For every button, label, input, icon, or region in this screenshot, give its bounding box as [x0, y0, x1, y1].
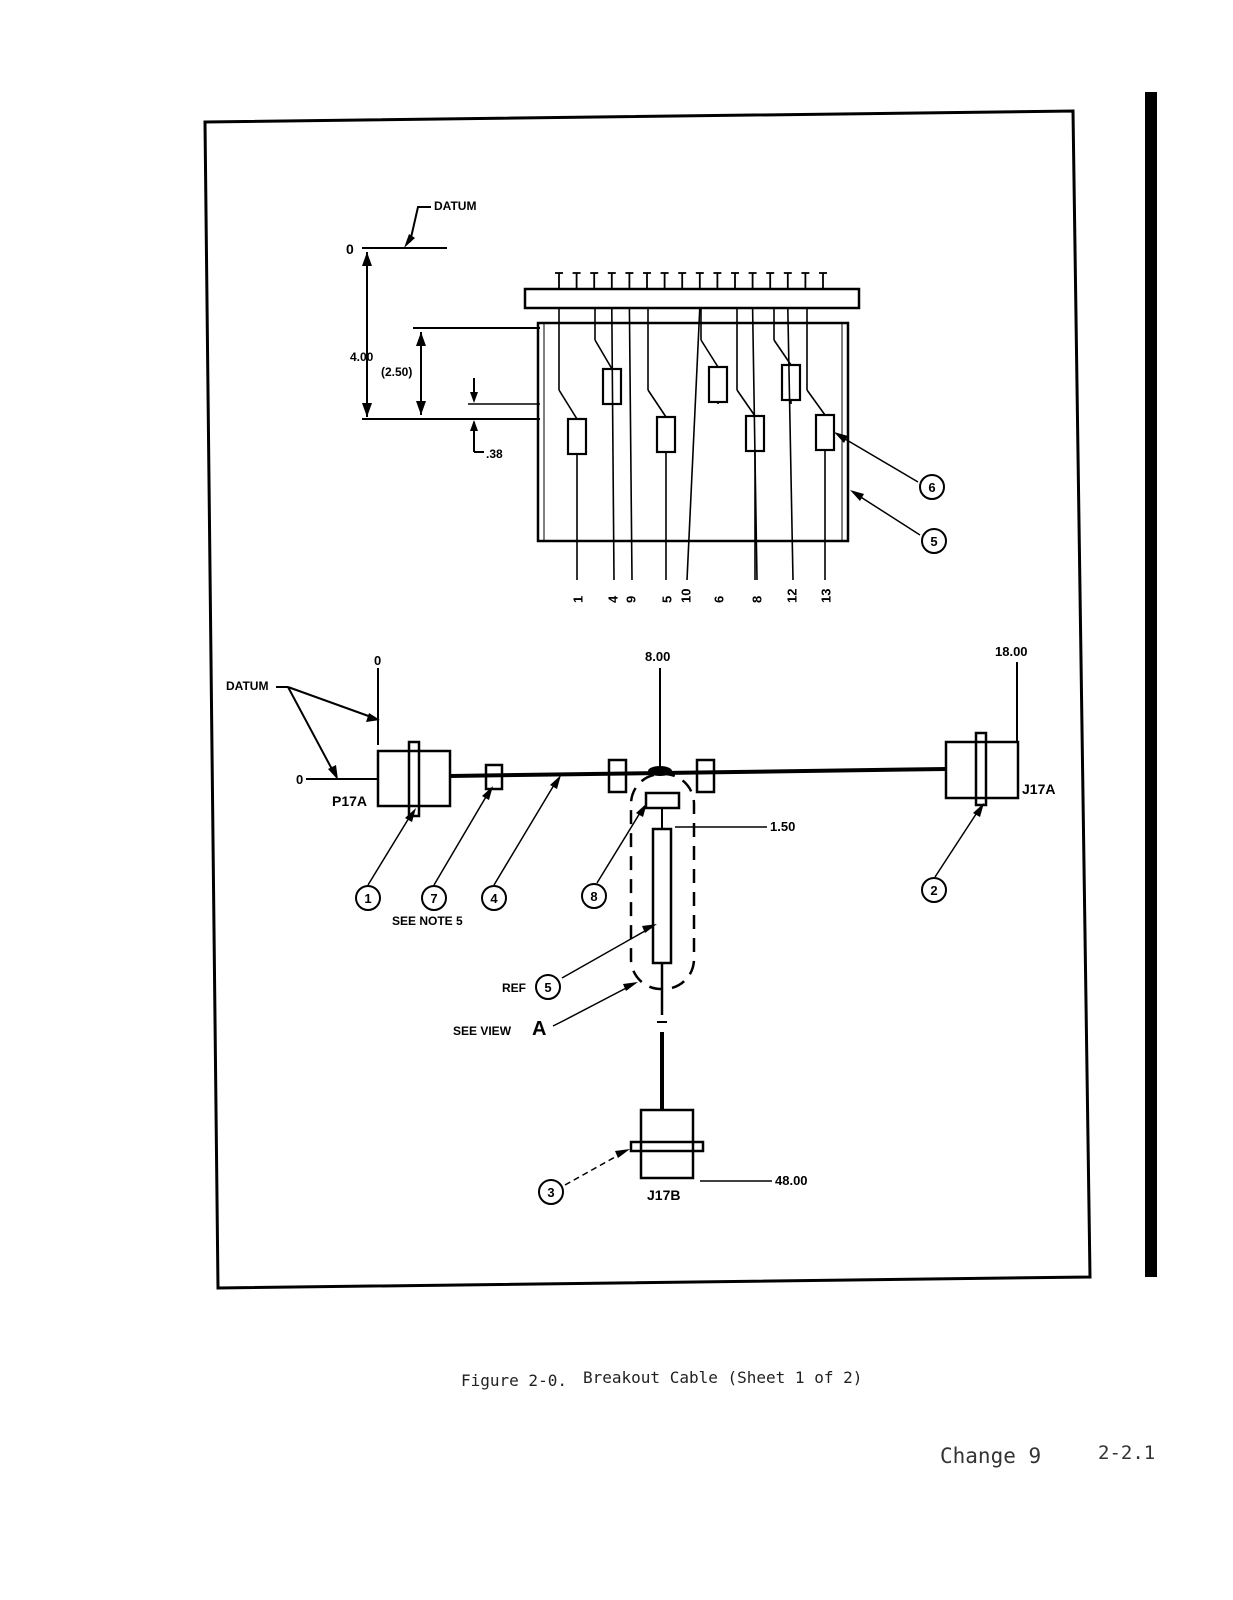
svg-text:3: 3	[547, 1185, 554, 1200]
ref-label: REF	[502, 981, 526, 995]
wire-number: 9	[623, 596, 638, 603]
wire-number: 12	[784, 589, 799, 603]
wire	[686, 307, 701, 581]
breakout-dimension: 1.50	[770, 819, 795, 834]
detail-datum-label: DATUM	[434, 199, 476, 213]
detail-zero-label: 0	[346, 241, 354, 257]
wire-number: 10	[678, 589, 693, 603]
wire	[773, 339, 792, 366]
svg-text:4: 4	[490, 891, 498, 906]
callout-8: 8	[581, 883, 607, 909]
see-view-label: SEE VIEW	[453, 1024, 512, 1038]
svg-text:5: 5	[544, 980, 551, 995]
right-dimension: 18.00	[995, 644, 1028, 659]
svg-text:7: 7	[430, 891, 437, 906]
svg-text:5: 5	[930, 534, 937, 549]
svg-text:8: 8	[590, 889, 597, 904]
bottom-dimension: 48.00	[775, 1173, 808, 1188]
wire	[787, 307, 794, 581]
figure-title: Breakout Cable (Sheet 1 of 2)	[583, 1368, 862, 1387]
splice-sleeve	[566, 417, 588, 456]
connector-j17a-label: J17A	[1022, 781, 1055, 797]
splice-sleeve	[780, 363, 802, 402]
wire	[806, 389, 826, 416]
drawing-frame	[203, 109, 1092, 1290]
wire	[611, 307, 615, 581]
see-note-label: SEE NOTE 5	[392, 914, 463, 928]
svg-text:1: 1	[364, 891, 371, 906]
change-bar	[1145, 92, 1157, 1277]
wire-number: 8	[749, 596, 764, 603]
svg-text:6: 6	[928, 480, 935, 495]
splice-sleeve	[655, 415, 677, 454]
page-number: 2-2.1	[1098, 1442, 1155, 1464]
svg-text:2: 2	[930, 883, 937, 898]
callout-7: 7	[421, 885, 447, 911]
wire	[751, 307, 758, 581]
callout-3: 3	[538, 1179, 564, 1205]
wire-number: 4	[605, 595, 620, 603]
detail-ref-dim: (2.50)	[381, 365, 412, 379]
detail-total-dim: 4.00	[350, 350, 374, 364]
callout-2: 2	[921, 877, 947, 903]
assembly-zero-top: 0	[374, 653, 381, 668]
wire	[558, 389, 578, 420]
connector-j17b-label: J17B	[647, 1187, 680, 1203]
mid-dimension: 8.00	[645, 649, 670, 664]
splice-sleeve	[814, 413, 836, 452]
callout-4: 4	[481, 885, 507, 911]
callout-5-detail: 5	[921, 528, 947, 554]
wire-number: 13	[818, 589, 833, 603]
assembly-zero-left: 0	[296, 772, 303, 787]
detail-view	[362, 206, 861, 581]
wire	[647, 389, 667, 418]
wire	[700, 339, 719, 368]
splice-sleeve	[707, 365, 729, 404]
figure-number: Figure 2-0.	[461, 1371, 567, 1390]
wire	[628, 307, 633, 581]
detail-offset-dim: .38	[486, 447, 503, 461]
view-letter-label: A	[532, 1018, 546, 1040]
change-label: Change 9	[940, 1444, 1041, 1468]
wire	[736, 389, 756, 417]
connector-p17a-label: P17A	[332, 793, 367, 809]
callout-1: 1	[355, 885, 381, 911]
assembly-datum-label: DATUM	[226, 679, 268, 693]
callout-6: 6	[919, 474, 945, 500]
wire-number: 5	[659, 596, 674, 603]
wire	[594, 339, 613, 370]
callout-5-ref: 5	[535, 974, 561, 1000]
wire-number: 1	[570, 596, 585, 603]
assembly-view	[276, 432, 1020, 1186]
wire-number: 6	[711, 596, 726, 603]
